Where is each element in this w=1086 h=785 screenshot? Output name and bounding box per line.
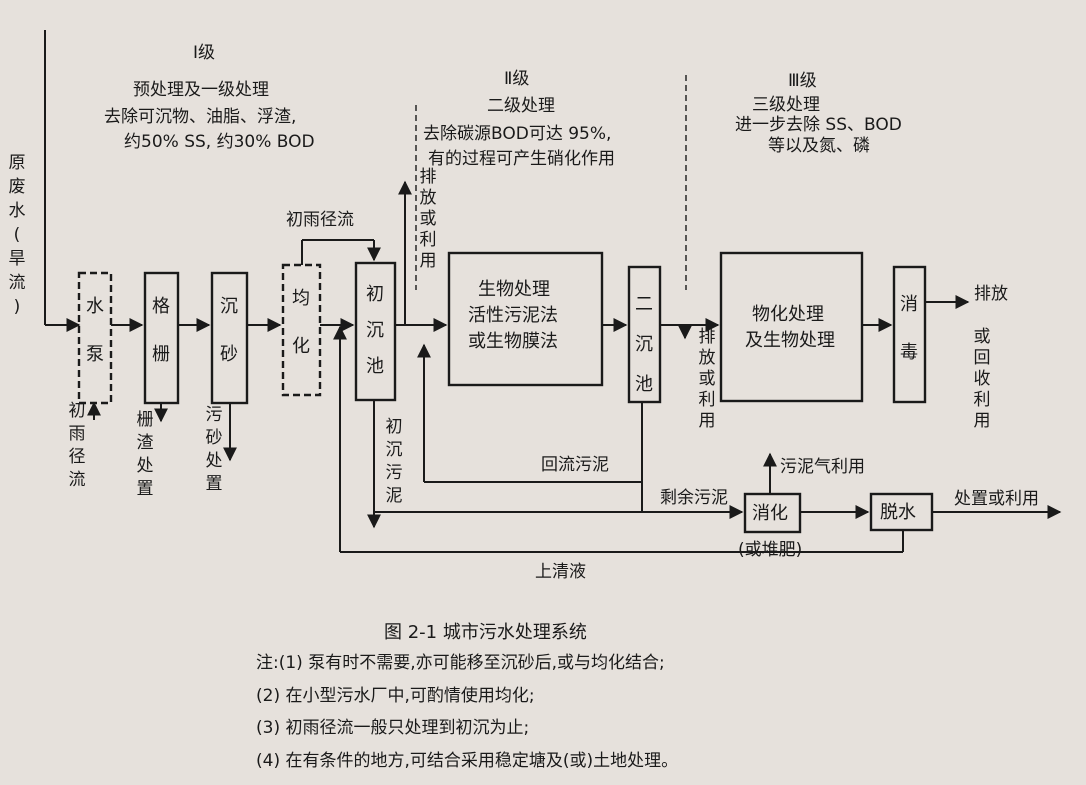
stage1-line1: 预处理及一级处理: [133, 80, 269, 100]
bio-line2: 活性污泥法: [468, 305, 558, 326]
stage2-line1: 二级处理: [487, 96, 555, 116]
return-sludge-label: 回流污泥: [541, 455, 609, 475]
recycle-label: 或回收利用: [974, 327, 991, 431]
grit-label: 沉砂: [220, 296, 238, 365]
raw-inflow-label: 原废水(旱流): [9, 153, 26, 317]
primary-sludge-label: 初沉污泥: [386, 417, 403, 506]
figure-caption: 图 2-1 城市污水处理系统: [384, 622, 587, 643]
excess-sludge-label: 剩余污泥: [660, 488, 728, 508]
storm-runoff-label: 初雨径流: [286, 210, 354, 230]
screenings-label: 栅渣处置: [137, 410, 154, 499]
bio-line1: 生物处理: [478, 279, 550, 300]
disinfection-box: [892, 265, 927, 404]
stage3-title: Ⅲ级: [788, 71, 817, 91]
physchem-line1: 物化处理: [752, 304, 824, 325]
biological-box: [447, 251, 604, 387]
note-1: 注:(1) 泵有时不需要,亦可能移至沉砂后,或与均化结合;: [256, 653, 665, 673]
primary-clarifier-box: [354, 261, 397, 402]
stage3-line2: 进一步去除 SS、BOD: [735, 115, 902, 135]
note-3: (3) 初雨径流一般只处理到初沉为止;: [256, 718, 530, 738]
stage3-line1: 三级处理: [752, 95, 820, 115]
stage2-line3: 有的过程可产生硝化作用: [428, 149, 615, 169]
stage2-title: Ⅱ级: [504, 69, 529, 89]
screen-box: [143, 271, 180, 405]
pump-label: 水泵: [86, 296, 104, 365]
grit-disposal-label: 污砂处置: [206, 405, 223, 494]
physchem-box: [719, 251, 864, 403]
grit-box: [210, 271, 249, 405]
vertical-labels: 原废水(旱流)水泵格栅沉砂均化初沉池二沉池消毒初雨径流栅渣处置污砂处置排放或利用…: [9, 153, 991, 506]
stage1-line3: 约50% SS, 约30% BOD: [124, 132, 315, 152]
stage2-line2: 去除碳源BOD可达 95%,: [423, 124, 611, 144]
dewatering-label: 脱水: [880, 502, 916, 523]
discharge-label: 排放: [974, 284, 1008, 304]
physchem-line2: 及生物处理: [745, 330, 835, 351]
supernatant-label: 上清液: [535, 562, 586, 582]
secondary-clarifier-box: [627, 265, 662, 404]
discharge-use-1-label: 排放或利用: [420, 167, 437, 271]
equalization-label: 均化: [292, 288, 310, 357]
discharge-use-2-label: 排放或利用: [699, 327, 716, 431]
bio-line3: 或生物膜法: [468, 331, 558, 352]
secondary-clarifier-label: 二沉池: [635, 294, 653, 395]
digestion-box: [743, 492, 802, 534]
storm-inflow-label: 初雨径流: [69, 401, 86, 490]
stage1-title: Ⅰ级: [193, 43, 215, 63]
primary-clarifier-label: 初沉池: [366, 284, 384, 377]
biogas-label: 污泥气利用: [780, 457, 865, 477]
pump-box: [77, 271, 113, 405]
note-4: (4) 在有条件的地方,可结合采用稳定塘及(或)土地处理。: [256, 751, 679, 771]
screen-label: 格栅: [152, 296, 170, 365]
note-2: (2) 在小型污水厂中,可酌情使用均化;: [256, 686, 535, 706]
disposal-label: 处置或利用: [954, 489, 1039, 509]
compost-label: (或堆肥): [738, 540, 802, 560]
stage-headers: Ⅰ级 预处理及一级处理 去除可沉物、油脂、浮渣, 约50% SS, 约30% B…: [104, 43, 902, 169]
horizontal-labels: 生物处理 活性污泥法 或生物膜法 物化处理 及生物处理 消化 脱水: [468, 279, 916, 524]
digestion-label: 消化: [752, 503, 788, 524]
process-boxes: [77, 251, 934, 534]
dewatering-box: [869, 492, 934, 532]
connector-lines: [44, 30, 1062, 553]
flow-labels: 初雨径流 回流污泥 剩余污泥 污泥气利用 上清液 (或堆肥) 处置或利用 排放: [286, 210, 1039, 582]
stage1-line2: 去除可沉物、油脂、浮渣,: [104, 107, 296, 127]
equalization-box: [281, 263, 322, 397]
stage3-line3: 等以及氮、磷: [768, 136, 870, 156]
disinfection-label: 消毒: [900, 294, 918, 363]
